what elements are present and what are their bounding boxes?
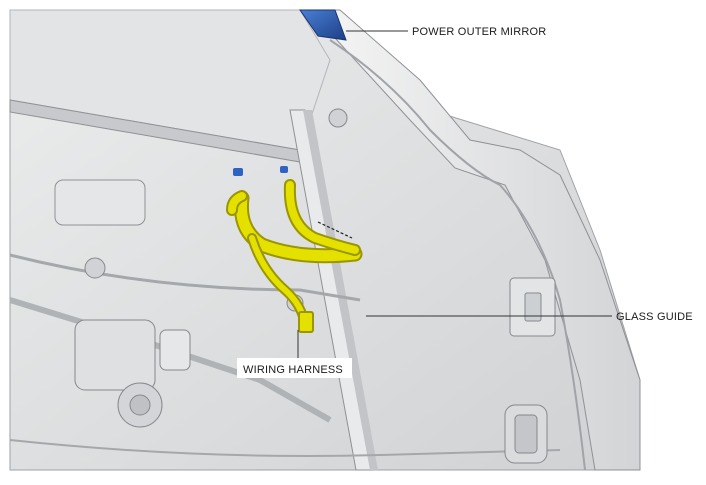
door-sash-frame: [298, 9, 641, 471]
label-wiring-harness: WIRING HARNESS: [243, 364, 343, 376]
wiring-harness-label-box: [237, 358, 352, 378]
hinge-bracket: [509, 277, 556, 337]
power-outer-mirror: [299, 9, 347, 41]
regulator-motor: [74, 319, 191, 428]
lower-reinforcement-2: [9, 297, 332, 423]
frame-bolt: [328, 108, 348, 128]
door-bottom-edge: [9, 439, 561, 457]
lower-reinforcement: [9, 253, 361, 302]
harness-clip-left: [233, 168, 243, 176]
regulator-bolt: [84, 257, 106, 279]
wiring-harness: [226, 179, 363, 333]
window-opening: [9, 9, 331, 151]
regulator-bracket: [54, 179, 146, 226]
label-power-outer-mirror: POWER OUTER MIRROR: [412, 26, 546, 38]
harness-clip-right: [280, 166, 288, 173]
harness-routing-dashed: [317, 221, 353, 239]
door-latch-connector: [504, 404, 548, 464]
door-frame-inner-edge: [329, 39, 586, 471]
glass-guide-rail-shadow: [303, 110, 378, 470]
label-glass-guide: GLASS GUIDE: [616, 311, 693, 323]
